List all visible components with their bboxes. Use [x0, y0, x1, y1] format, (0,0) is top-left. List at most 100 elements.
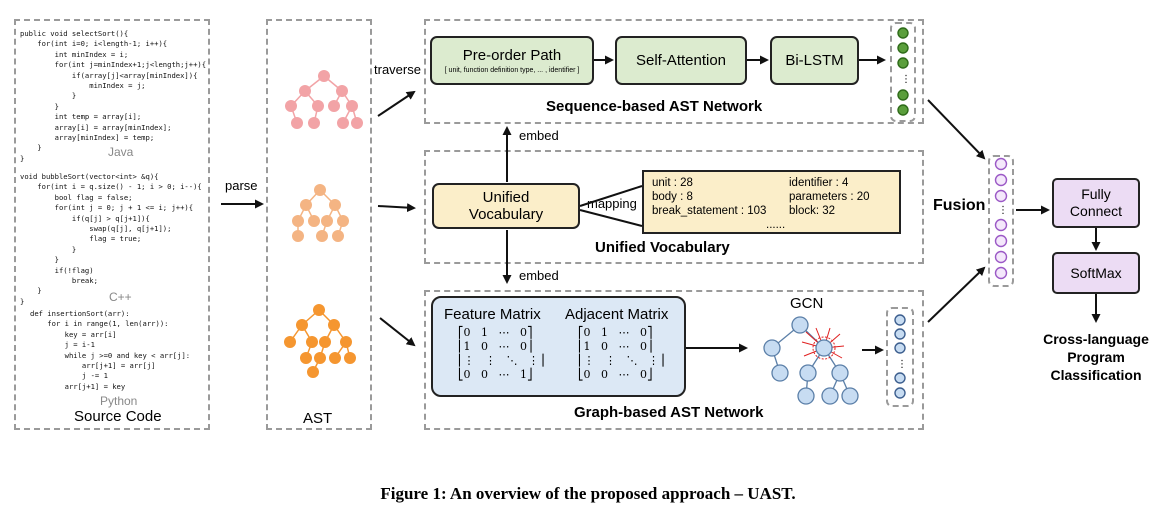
vector-cell	[897, 89, 909, 101]
tree-node	[340, 336, 352, 348]
gcn-node	[791, 316, 809, 334]
vector-ellipsis: ⋮	[901, 74, 911, 85]
fusion-vector	[988, 155, 1014, 287]
tree-node	[296, 319, 308, 331]
cpp-label: C++	[109, 290, 132, 304]
tree-node	[329, 199, 341, 211]
unified-vocabulary-label: Unified Vocabulary	[468, 189, 544, 223]
vector-cell	[994, 250, 1008, 264]
unified-vocabulary-box: Unified Vocabulary	[432, 183, 580, 229]
vector-cell	[994, 234, 1008, 248]
gcn-label: GCN	[790, 295, 824, 312]
gcn-node	[815, 339, 833, 357]
tree-node	[346, 100, 358, 112]
vocab-entry: identifier : 4	[789, 177, 849, 189]
tree-node	[291, 117, 303, 129]
fully-connect-label: Fully Connect	[1069, 186, 1123, 219]
softmax-label: SoftMax	[1070, 265, 1122, 281]
ast-panel	[266, 19, 372, 430]
sequence-panel	[424, 19, 924, 124]
ast-tree-java	[285, 70, 363, 129]
tree-node	[300, 352, 312, 364]
source-code-title: Source Code	[74, 408, 162, 425]
vector-cell	[894, 372, 906, 384]
cpp-code: void bubbleSort(vector<int> &q){ for(int…	[20, 172, 202, 306]
vector-cell	[894, 387, 906, 399]
ast-tree-python	[284, 304, 356, 378]
gcn-node	[821, 387, 839, 405]
vocab-entry: break_statement : 103	[652, 205, 767, 217]
tree-node	[292, 215, 304, 227]
tree-node	[337, 215, 349, 227]
mapping-line-top	[579, 185, 643, 207]
vocab-entry: parameters : 20	[789, 191, 870, 203]
tree-node	[308, 117, 320, 129]
blue-vector	[886, 307, 914, 407]
tree-node	[316, 230, 328, 242]
python-code: def insertionSort(arr): for i in range(1…	[30, 309, 191, 391]
tree-node	[328, 100, 340, 112]
vector-cell	[894, 314, 906, 326]
vector-cell	[897, 27, 909, 39]
blue-vector-cells	[894, 314, 906, 399]
fusion-vector-cells	[994, 157, 1008, 280]
self-attention-box: Self-Attention	[615, 36, 747, 85]
tree-node	[292, 230, 304, 242]
feature-matrix: ⎡0 1 ⋯ 0⎤ ⎢1 0 ⋯ 0⎥ ⎢⋮ ⋮ ⋱ ⋮⎥ ⎣0 0 ⋯ 1⎦	[458, 326, 545, 381]
vector-cell	[994, 157, 1008, 171]
embed-top-label: embed	[519, 128, 559, 143]
preorder-path-box: Pre-order Path [ unit, function definiti…	[430, 36, 594, 85]
embed-bottom-label: embed	[519, 268, 559, 283]
gcn-node	[763, 339, 781, 357]
gcn-node	[831, 364, 849, 382]
vocab-entry: unit : 28	[652, 177, 693, 189]
parse-label: parse	[225, 178, 258, 193]
seq-to-fusion-arrow	[927, 99, 986, 160]
tree-node	[314, 352, 326, 364]
tree-node	[299, 85, 311, 97]
vocab-table: unit : 28 identifier : 4 body : 8 parame…	[642, 170, 901, 234]
tree-node	[319, 336, 331, 348]
java-code: public void selectSort(){ for(int i=0; i…	[20, 29, 207, 163]
vocab-entry: block: 32	[789, 205, 836, 217]
vector-cell	[994, 173, 1008, 187]
vector-cell	[897, 42, 909, 54]
ast-tree-cpp	[292, 184, 349, 242]
bilstm-label: Bi-LSTM	[785, 52, 844, 69]
tree-node	[351, 117, 363, 129]
gcn-node	[799, 364, 817, 382]
tree-node	[300, 199, 312, 211]
vector-cell	[894, 328, 906, 340]
gcn-node	[797, 387, 815, 405]
mapping-line-bottom	[579, 209, 643, 227]
tree-node	[344, 352, 356, 364]
source-code-panel	[14, 19, 210, 430]
self-attention-label: Self-Attention	[635, 52, 727, 69]
green-vector-cells	[897, 27, 909, 116]
tree-node	[307, 366, 319, 378]
tree-node	[285, 100, 297, 112]
matrix-box	[431, 296, 686, 397]
tree-node	[332, 230, 344, 242]
ast-to-vocab-arrow	[377, 203, 416, 213]
softmax-box: SoftMax	[1052, 252, 1140, 294]
preorder-path-sub: [ unit, function definition type, ... , …	[444, 67, 580, 74]
feature-matrix-title: Feature Matrix	[444, 306, 541, 323]
ast-to-graph-arrow	[379, 317, 416, 347]
gcn-node	[771, 364, 789, 382]
preorder-path-title: Pre-order Path	[462, 47, 562, 64]
vector-cell	[994, 189, 1008, 203]
fusion-label: Fusion	[933, 197, 986, 214]
tree-node	[314, 184, 326, 196]
tree-node	[284, 336, 296, 348]
tree-node	[308, 215, 320, 227]
vector-ellipsis: ⋮	[897, 359, 907, 370]
tree-node	[318, 70, 330, 82]
graph-panel	[424, 290, 924, 430]
tree-node	[337, 117, 349, 129]
tree-node	[328, 319, 340, 331]
ast-title: AST	[303, 410, 333, 427]
adjacent-matrix: ⎡0 1 ⋯ 0⎤ ⎢1 0 ⋯ 0⎥ ⎢⋮ ⋮ ⋱ ⋮⎥ ⎣0 0 ⋯ 0⎦	[578, 326, 665, 381]
vocab-title: Unified Vocabulary	[595, 239, 730, 256]
